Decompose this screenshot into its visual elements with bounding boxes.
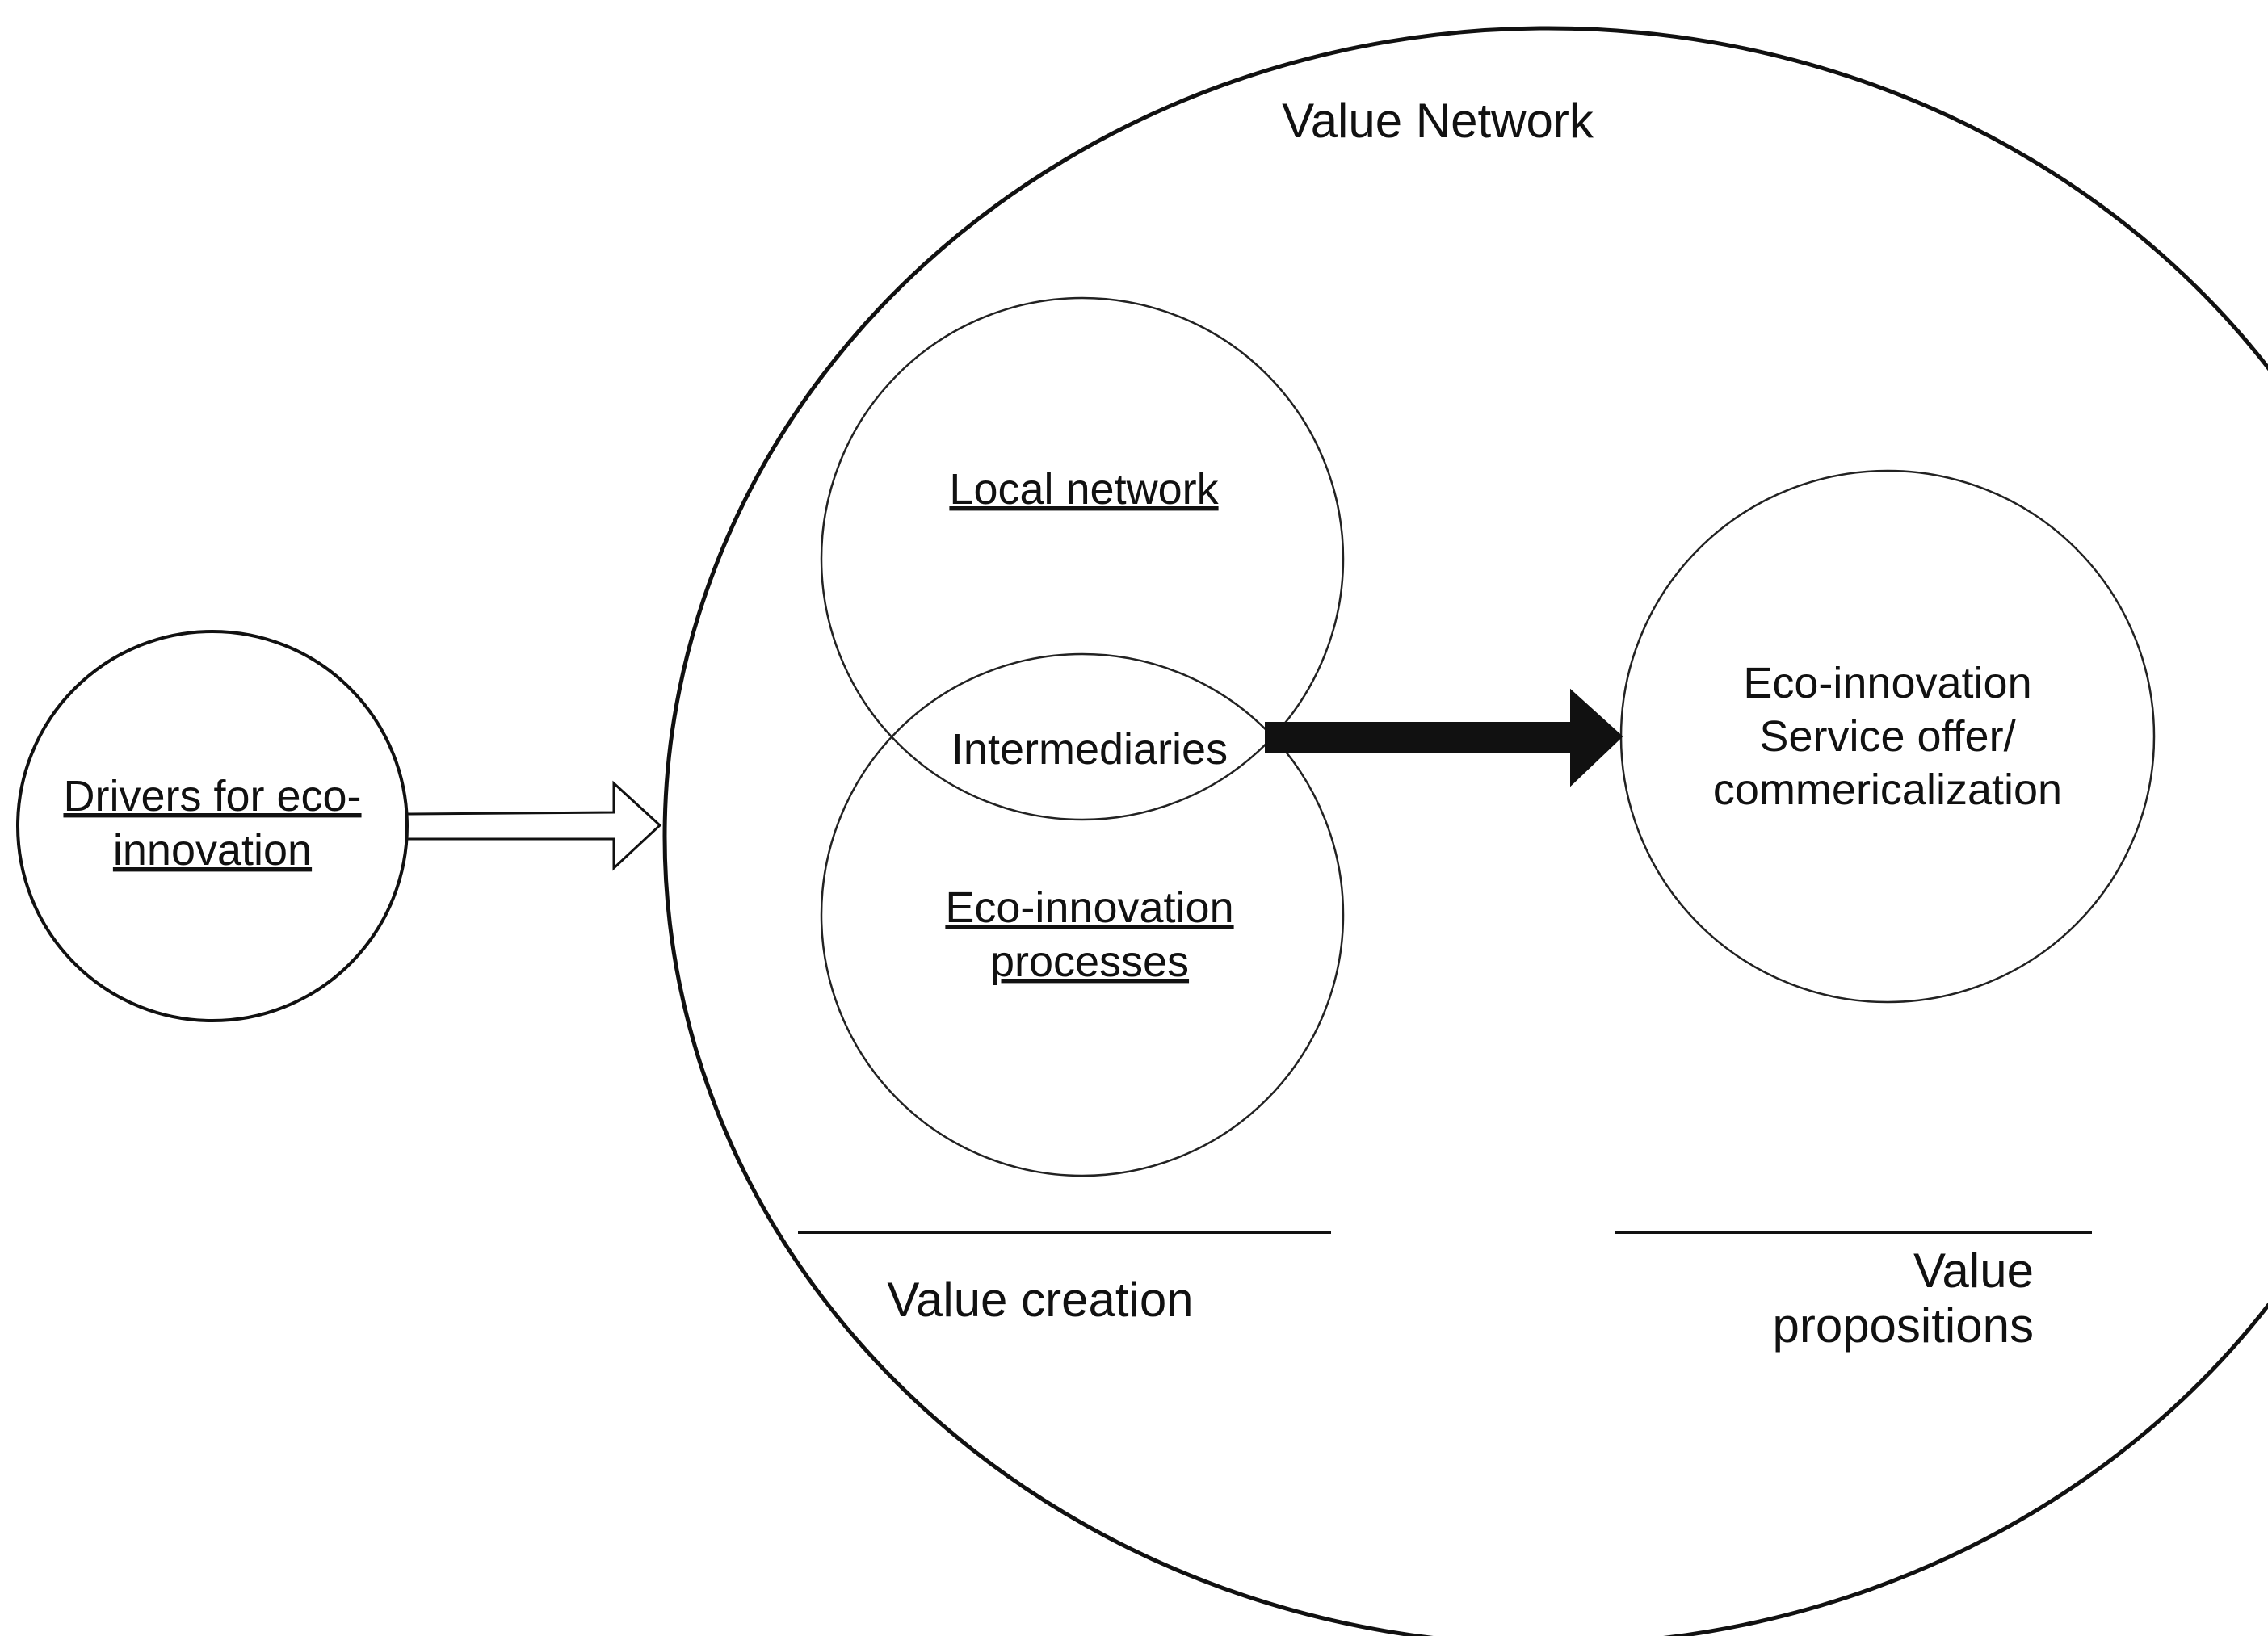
service-offer-label-line2: Service offer/ bbox=[1759, 712, 2015, 761]
service-offer-label-line1: Eco-innovation bbox=[1743, 659, 2031, 707]
drivers-label-line2: innovation bbox=[113, 826, 312, 875]
value-network-circle bbox=[662, 26, 2268, 1636]
value-network-title: Value Network bbox=[1282, 94, 1594, 148]
intermediaries-label: Intermediaries bbox=[951, 725, 1228, 774]
local-network-circle bbox=[820, 296, 1345, 821]
drivers-to-network-arrow bbox=[405, 780, 662, 871]
value-propositions-label-line2: propositions bbox=[1772, 1298, 2034, 1353]
eco-processes-circle bbox=[820, 652, 1345, 1177]
local-network-label: Local network bbox=[949, 465, 1219, 514]
eco-processes-label-line2: processes bbox=[990, 938, 1189, 986]
eco-processes-label-line1: Eco-innovation bbox=[945, 883, 1233, 932]
value-creation-label: Value creation bbox=[887, 1273, 1193, 1327]
service-offer-label-line3: commericalization bbox=[1713, 766, 2062, 814]
intermediaries-to-offer-arrow bbox=[1265, 688, 1623, 787]
drivers-label-line1: Drivers for eco- bbox=[63, 772, 361, 820]
value-propositions-label-line1: Value bbox=[1913, 1244, 2034, 1298]
